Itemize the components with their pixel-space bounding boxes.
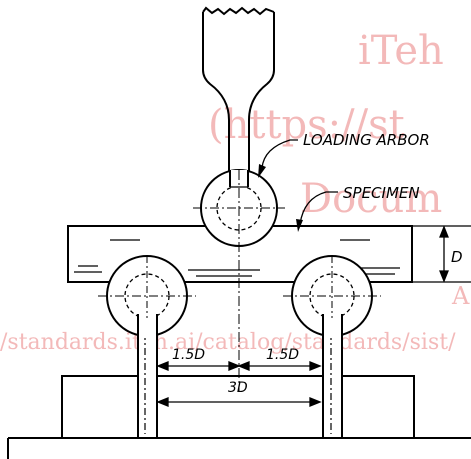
support-roller-left [98, 255, 196, 338]
loading-arbor-leader [258, 139, 298, 178]
loading-arbor-shaft [202, 6, 275, 186]
depth-label: D [451, 248, 463, 266]
loading-arbor-label: LOADING ARBOR [303, 131, 430, 149]
specimen-leader [296, 191, 338, 232]
span-dimension-half [156, 361, 322, 371]
span-dimension-total [156, 397, 322, 407]
depth-dimension [412, 225, 471, 283]
support-block [61, 375, 415, 439]
span-right-label: 1.5D [266, 347, 299, 363]
support-roller-right [283, 255, 381, 338]
span-left-label: 1.5D [172, 347, 205, 363]
base-plate [7, 437, 471, 459]
specimen-label: SPECIMEN [343, 184, 420, 202]
span-total-label: 3D [228, 380, 248, 396]
